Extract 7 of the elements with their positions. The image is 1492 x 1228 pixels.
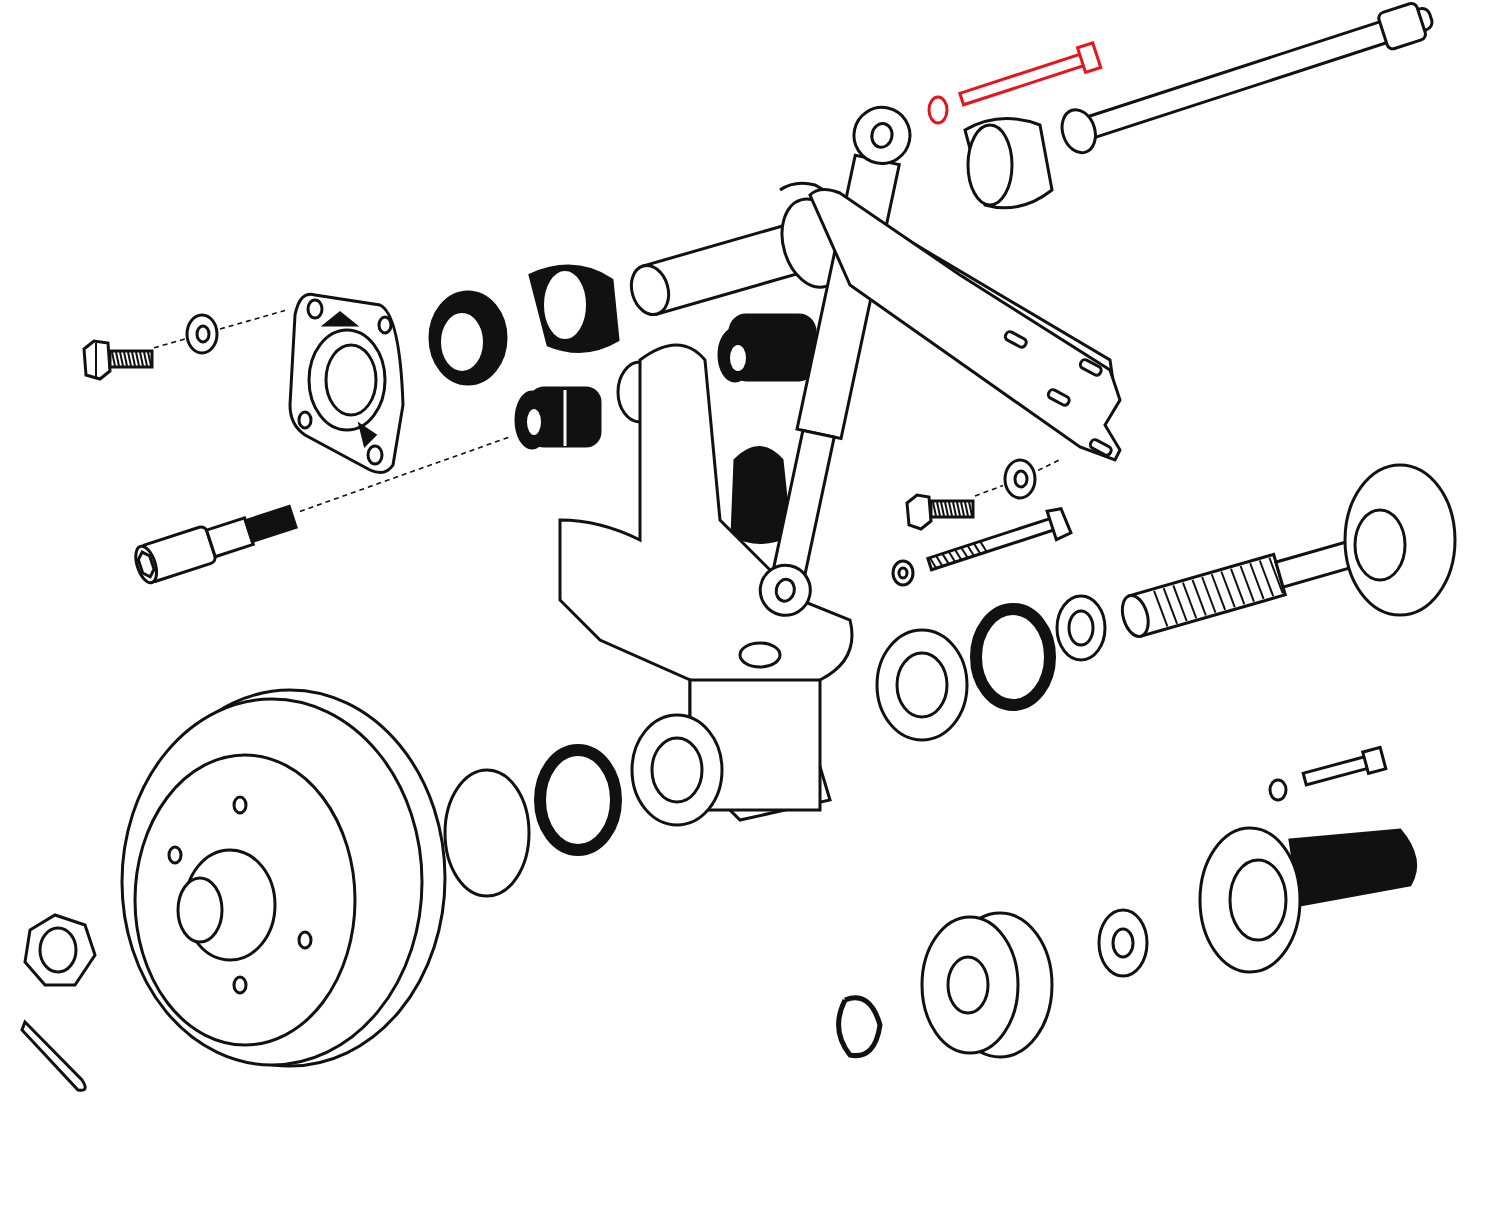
washer-drawing (185, 313, 220, 355)
washer-drawing (1003, 458, 1038, 500)
leader-line (219, 309, 286, 330)
leader-line (1037, 459, 1061, 472)
leader-line (299, 436, 511, 513)
leader-line (153, 338, 186, 349)
leader-line (974, 484, 1004, 497)
